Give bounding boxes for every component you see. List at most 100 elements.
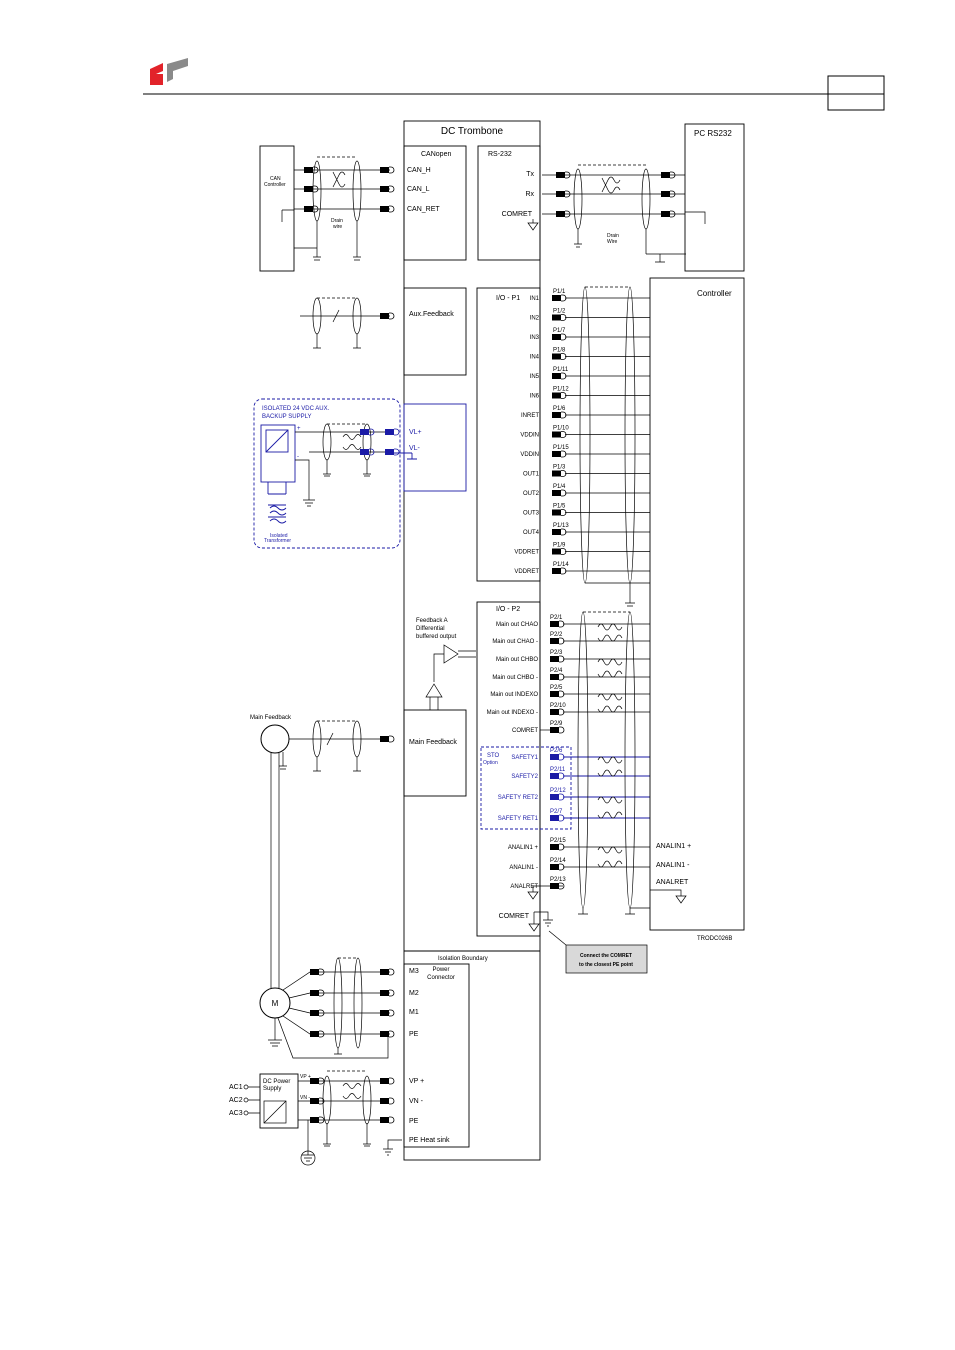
io-p1-pin: P1/5	[553, 504, 566, 510]
connector-plug	[304, 166, 319, 174]
connector-plug	[380, 1097, 395, 1105]
power-connector-block: Isolation Boundary Power Connector M3 M2…	[403, 950, 540, 1148]
canopen-pin-can-ret: CAN_RET	[407, 206, 440, 213]
connector-plug	[380, 205, 395, 213]
sto-label-1: STO	[487, 753, 500, 759]
dc-power-supply: DC Power Supply VP + VN - AC1 AC2 AC3	[229, 1070, 402, 1166]
can-controller: CAN Controller	[259, 145, 295, 272]
io-p1-pin: P1/3	[553, 465, 566, 471]
connector-plug	[380, 1030, 395, 1038]
connector-plug	[385, 448, 400, 456]
io-p1-signal: OUT3	[523, 511, 540, 517]
drain-wire2-label-2: Wire	[607, 239, 617, 245]
connector-plug	[556, 171, 571, 179]
io-p1-block: I/O - P1 P1/1IN1P1/2IN2P1/7IN3P1/8IN4P1/…	[476, 287, 650, 582]
ac3-label: AC3	[229, 1110, 243, 1117]
io-p1-signal: OUT1	[523, 472, 540, 478]
connector-plug	[310, 1030, 325, 1038]
connector-plug	[380, 1116, 395, 1124]
connector-plug	[380, 166, 395, 174]
io-p1-pin: P1/9	[553, 543, 566, 549]
connector-plug	[360, 428, 375, 436]
connector-plug	[380, 968, 395, 976]
io-p2-title: I/O - P2	[496, 606, 520, 613]
io-p2-signal: SAFETY RET2	[498, 795, 539, 801]
io-p1-pin: P1/10	[553, 426, 569, 432]
dc-power-supply-label-1: DC Power	[263, 1079, 290, 1085]
aux-feedback-wiring	[300, 297, 390, 349]
motor-pin-m3: M3	[409, 968, 419, 975]
vl-minus-label: VL-	[409, 445, 421, 452]
dc-power-vp: VP +	[300, 1074, 311, 1080]
note-line-2: to the closest PE point	[579, 962, 633, 968]
io-p1-rows: P1/1IN1P1/2IN2P1/7IN3P1/8IN4P1/11IN5P1/1…	[514, 289, 650, 575]
io-p2-comret-label: COMRET	[499, 913, 530, 920]
main-feedback-wiring	[312, 720, 362, 772]
vl-block: VL+ VL-	[392, 403, 467, 492]
connector-plug	[380, 735, 395, 743]
connector-plug	[310, 1116, 325, 1124]
io-p2-signal: COMRET	[512, 728, 538, 734]
connector-plug	[661, 171, 676, 179]
io-p2-pin: P2/1	[550, 615, 563, 621]
io-p2-signal: Main out CHBO	[496, 657, 538, 663]
io-p1-signal: VDDIN	[520, 433, 539, 439]
connector-plug	[304, 185, 319, 193]
feedback-a-line1: Feedback A	[416, 618, 448, 624]
io-p1-pin: P1/1	[553, 289, 566, 295]
connector-plug	[556, 190, 571, 198]
header	[143, 58, 885, 111]
connector-plug	[310, 1077, 325, 1085]
controller: Controller ANALIN1 + ANALIN1 - ANALRET	[649, 277, 745, 931]
io-p2-pin: P2/3	[550, 650, 563, 656]
motor: M	[259, 753, 390, 1059]
connector-plug	[310, 1097, 325, 1105]
page-number-box	[827, 75, 885, 111]
io-p2-signal: Main out CHBO -	[492, 675, 538, 681]
controller-analin-minus: ANALIN1 -	[656, 862, 690, 869]
power-pin-pe-heat-sink: PE Heat sink	[409, 1137, 450, 1144]
connector-plug	[661, 210, 676, 218]
sto-option-box	[480, 746, 572, 830]
sto-label-2: Option	[483, 760, 498, 766]
io-p1-pin: P1/2	[553, 309, 566, 315]
io-p2-signal: ANALIN1 +	[508, 845, 539, 851]
connector-plug	[310, 1009, 325, 1017]
drain-wire-label-2: wire	[333, 224, 342, 230]
note-line-1: Connect the COMRET	[580, 953, 632, 959]
io-p2-pin: P2/12	[550, 788, 566, 794]
io-p2-pin: P2/13	[550, 877, 566, 883]
company-logo-icon	[150, 58, 188, 85]
io-p2-pin: P2/15	[550, 838, 566, 844]
io-p2-signal: ANALIN1 -	[509, 865, 538, 871]
ac2-label: AC2	[229, 1097, 243, 1104]
rs232-pin-rx: Rx	[525, 191, 534, 198]
main-feedback-block: Main Feedback	[403, 709, 467, 797]
connector-plug	[360, 448, 375, 456]
main-feedback-encoder-label: Main Feedback	[250, 715, 292, 721]
feedback-a-line3: buffered output	[416, 634, 457, 640]
connector-plug	[310, 989, 325, 997]
connector-plug	[380, 1009, 395, 1017]
io-p2-signal: SAFETY2	[511, 774, 538, 780]
power-pin-pe: PE	[409, 1118, 419, 1125]
io-p2-signal: Main out INDEXO	[490, 692, 538, 698]
io-p2-pin: P2/9	[550, 721, 563, 727]
connector-plug	[310, 968, 325, 976]
